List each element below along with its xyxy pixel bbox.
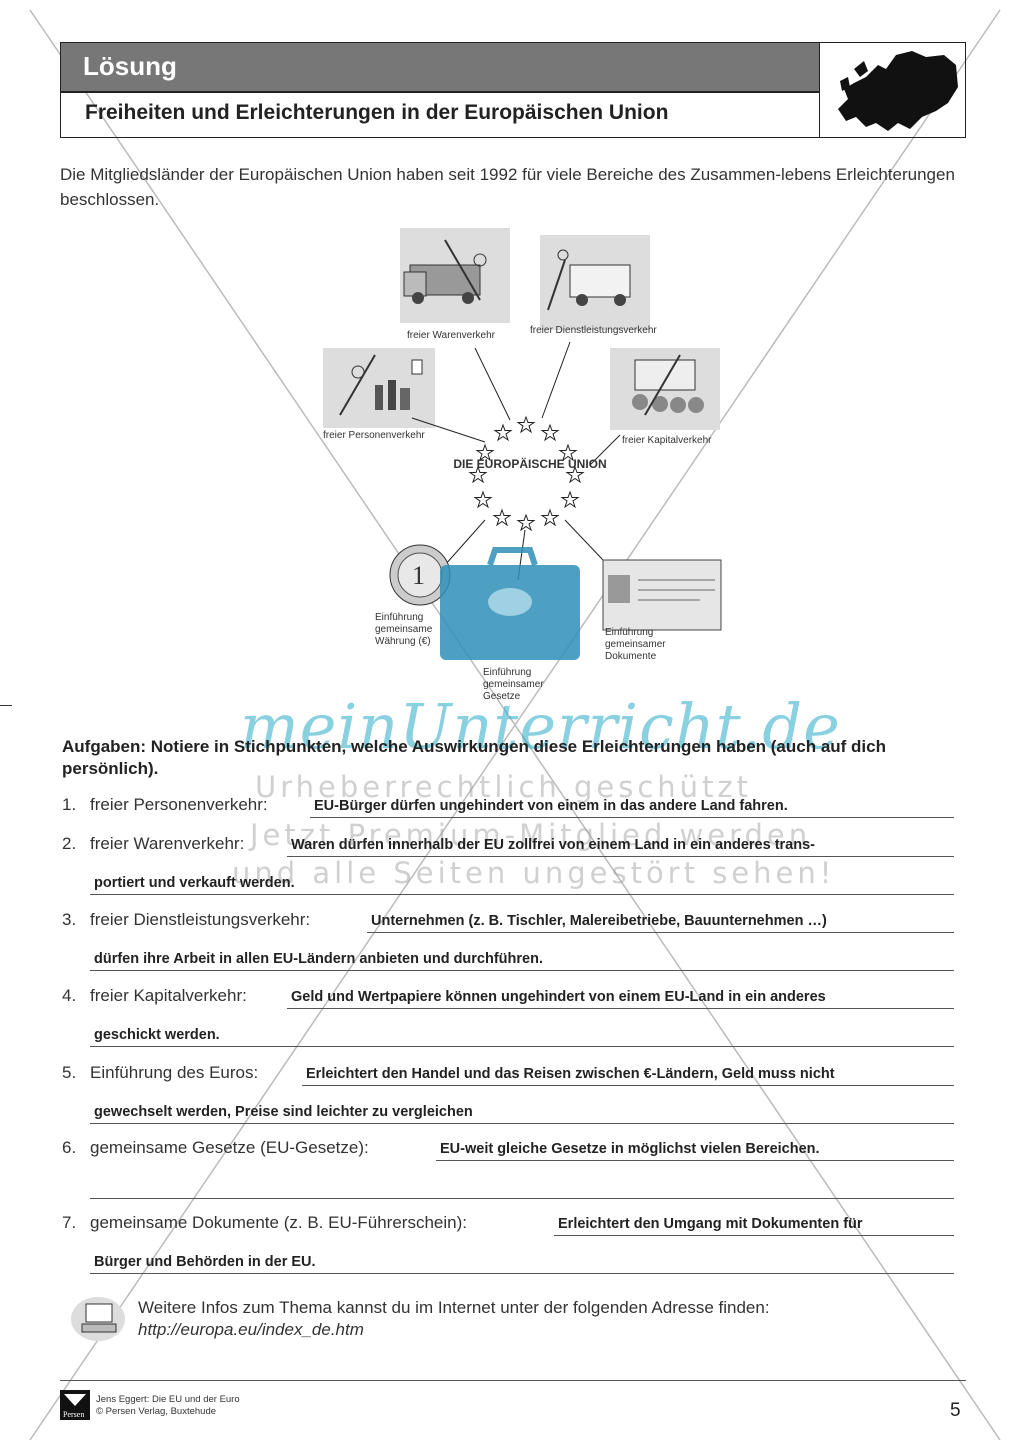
label-gesetze: Einführung gemeinsamer Gesetze [483,667,544,702]
info-url-link[interactable]: http://europa.eu/index_de.htm [138,1320,364,1339]
footer-divider [60,1380,966,1381]
task-label: Einführung des Euros: [90,1063,259,1082]
answer-line [302,1085,954,1086]
answer-text: dürfen ihre Arbeit in allen EU-Ländern a… [94,951,543,967]
margin-tick [0,705,12,706]
footer-author: Jens Eggert: Die EU und der Euro [96,1394,240,1405]
task-number: 1. [62,795,77,814]
task-label: gemeinsame Gesetze (EU-Gesetze): [90,1138,369,1157]
worksheet-number: 22 [966,67,987,87]
answer-text: Erleichtert den Handel und das Reisen zw… [306,1066,835,1082]
answer-text: geschickt werden. [94,1027,220,1043]
drivers-license-illustration [602,559,722,631]
watermark-line-3: und alle Seiten ungestört sehen! [232,856,836,890]
task-number: 7. [62,1213,77,1232]
label-waren: freier Warenverkehr [407,330,495,341]
eu-freedoms-diagram: 1 freier Warenverkehr freier Dienstleist… [320,220,730,715]
answer-text: EU-weit gleiche Gesetze in möglichst vie… [440,1141,820,1157]
euro-coin-illustration: 1 [389,544,451,606]
answer-line [90,894,954,895]
people-scene-illustration [323,348,435,428]
worksheet-header: Lösung Freiheiten und Erleichterungen in… [60,42,986,138]
answer-line [90,1046,954,1047]
info-text: Weitere Infos zum Thema kannst du im Int… [138,1298,770,1317]
answer-line [436,1160,954,1161]
answer-line [90,970,954,971]
task-number: 2. [62,834,77,853]
svg-text:1: 1 [412,561,425,590]
briefcase-illustration [440,547,580,660]
task-number: 5. [62,1063,77,1082]
answer-line [554,1235,954,1236]
diagram-drawings: 1 [323,228,722,660]
header-subtitle: Freiheiten und Erleichterungen in der Eu… [85,101,669,124]
label-personen: freier Personenverkehr [323,430,425,441]
answer-text: Unternehmen (z. B. Tischler, Malereibetr… [371,913,827,929]
answer-text: Geld und Wertpapiere können ungehindert … [291,989,826,1005]
answer-text: EU-Bürger dürfen ungehindert von einem i… [314,798,788,814]
task-label: freier Kapitalverkehr: [90,986,247,1005]
van-scene-illustration [540,235,650,330]
answer-text: Bürger und Behörden in der EU. [94,1254,316,1270]
label-dokumente: Einführung gemeinsamer Dokumente [605,627,666,662]
task-number: 3. [62,910,77,929]
footer-copyright: © Persen Verlag, Buxtehude [96,1406,217,1417]
watermark-line-1: Urheberrechtlich geschützt [255,770,753,804]
answer-text: Waren dürfen innerhalb der EU zollfrei v… [291,837,815,853]
answer-line [287,856,954,857]
persen-logo: Persen [60,1390,90,1420]
answer-line [90,1123,954,1124]
answer-text: gewechselt werden, Preise sind leichter … [94,1104,473,1120]
money-scene-illustration [610,348,720,430]
task-label: gemeinsame Dokumente (z. B. EU-Führersch… [90,1213,467,1232]
header-bar: Lösung [61,43,819,91]
watermark-brand: meinUnterricht.de [240,690,841,763]
eu-center-label: DIE EUROPÄISCHE UNION [453,457,607,471]
task-number: 6. [62,1138,77,1157]
label-dienst: freier Dienstleistungsverkehr [530,325,657,336]
answer-text: portiert und verkauft werden. [94,875,295,891]
label-kapital: freier Kapitalverkehr [622,435,712,446]
europe-map-box: 22 [819,43,986,137]
tasks-heading: Aufgaben: Notiere in Stichpunkten, welch… [62,737,886,778]
task-number: 4. [62,986,77,1005]
header-divider [61,91,819,93]
truck-scene-illustration [400,228,510,323]
task-label: freier Dienstleistungsverkehr: [90,910,311,929]
intro-text: Die Mitgliedsländer der Europäischen Uni… [60,165,955,209]
computer-icon [71,1297,125,1341]
header-title: Lösung [83,51,177,81]
task-label: freier Personenverkehr: [90,795,268,814]
answer-text: Erleichtert den Umgang mit Dokumenten fü… [558,1216,863,1232]
answer-line [367,932,954,933]
label-waehrung: Einführung gemeinsame Währung (€) [375,612,433,647]
answer-line [310,817,954,818]
svg-text:Persen: Persen [63,1410,84,1419]
task-label: freier Warenverkehr: [90,834,245,853]
page-number: 5 [950,1400,961,1421]
answer-line [90,1273,954,1274]
watermark-line-2: Jetzt Premium-Mitglied werden [250,818,812,852]
answer-line [90,1198,954,1199]
answer-line [287,1008,954,1009]
europe-map-icon [838,51,958,131]
